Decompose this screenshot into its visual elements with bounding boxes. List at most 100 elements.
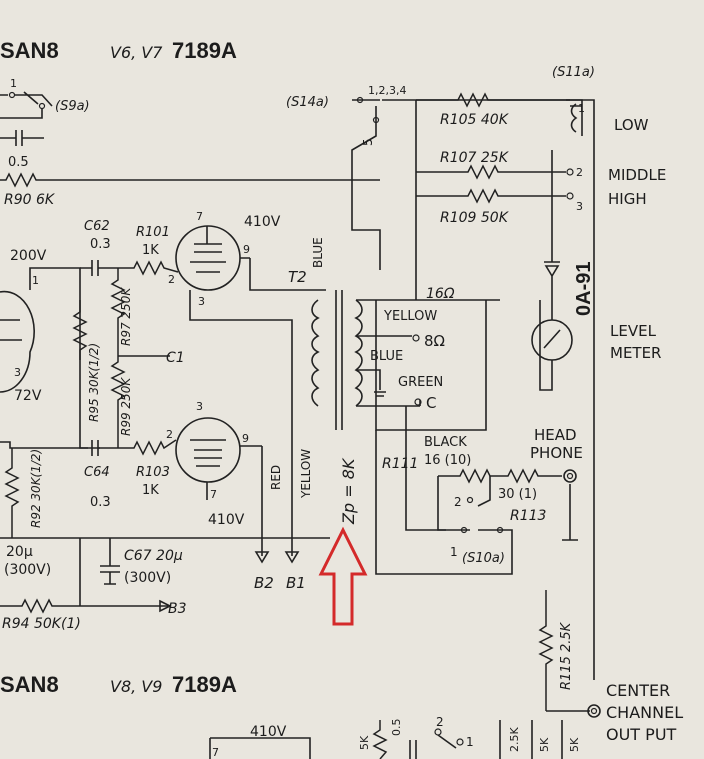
r113-label: R113: [510, 508, 546, 524]
r92-label: R92 30K(1/2): [29, 449, 43, 528]
diode-label: 0A-91: [573, 262, 595, 316]
r-bot-2: 5K: [358, 735, 371, 750]
tap-c: C: [426, 394, 436, 412]
t2-label: T2: [288, 268, 307, 286]
center-label-2: CHANNEL: [606, 703, 683, 722]
tube-v7: [175, 417, 262, 500]
r103-label: R103: [136, 465, 170, 480]
c-bot: 0.5: [390, 719, 403, 737]
s14a-positions: 1,2,3,4: [368, 84, 406, 97]
v410-mid: 410V: [208, 512, 245, 528]
r95-label: R95 30K(1/2): [87, 343, 101, 422]
r94-label: R94 50K(1): [2, 616, 81, 632]
r115-label: R115 2.5K: [559, 621, 574, 690]
pin-7c: 7: [212, 746, 219, 759]
bot-sw-1: 1: [466, 735, 474, 749]
v200: 200V: [10, 248, 47, 264]
s9a-label: (S9a): [55, 99, 90, 114]
meter-label: METER: [610, 344, 661, 362]
r105-label: R105 40K: [440, 112, 510, 128]
s11-pos2: 2: [576, 166, 583, 179]
s10a-label: (S10a): [462, 551, 505, 566]
head-label: HEAD: [534, 426, 577, 444]
header-bottom-tubes: V8, V9: [110, 677, 162, 696]
b1-label: B1: [286, 574, 306, 592]
pin-3a: 3: [198, 295, 205, 308]
low-label: LOW: [614, 116, 649, 134]
cap-20: 20μ: [6, 544, 33, 560]
tap-8: 8Ω: [424, 332, 445, 350]
pin-3b: 3: [196, 400, 203, 413]
r90-label: R90 6K: [4, 192, 56, 208]
s10a-pos1: 1: [450, 545, 458, 559]
s10a-pos2: 2: [454, 495, 462, 509]
c67-voltage: (300V): [124, 570, 171, 586]
high-label: HIGH: [608, 190, 647, 208]
c62-label: C62: [84, 219, 110, 234]
transformer-t2: [311, 290, 420, 430]
s9a-pos: 1: [10, 77, 17, 90]
middle-label: MIDDLE: [608, 166, 666, 184]
r97-label: R97 250K: [119, 287, 133, 346]
wire-black: BLACK: [424, 435, 467, 450]
r-bot-3: 5K: [538, 737, 551, 752]
s11a-label: (S11a): [552, 65, 595, 80]
s11-pos1: 1: [578, 102, 585, 115]
v410-bot: 410V: [250, 724, 287, 740]
v72: 72V: [14, 388, 42, 404]
cap-300v: (300V): [4, 562, 51, 578]
wire-green: GREEN: [398, 375, 443, 390]
c62-value: 0.3: [90, 237, 111, 252]
tap-16: 16Ω: [426, 286, 455, 302]
b2-label: B2: [254, 574, 274, 592]
s11-pos3: 3: [576, 200, 583, 213]
tube-v6: [175, 225, 250, 291]
r109-label: R109 50K: [440, 210, 510, 226]
pin-2a: 2: [168, 273, 175, 286]
red-arrow-annotation: [318, 526, 368, 626]
wire-yellow: YELLOW: [383, 309, 437, 324]
pin-1: 1: [32, 274, 39, 287]
r-bot-4: 5K: [568, 737, 581, 752]
wire-yellow-v: YELLOW: [299, 449, 313, 499]
r111-value: 16 (10): [424, 453, 471, 468]
r-bot-1: 2.5K: [508, 727, 521, 752]
s14a-pos5: 5: [361, 138, 375, 146]
b3-label: B3: [168, 601, 187, 617]
zp-label: Zp = 8K: [339, 457, 358, 525]
header-top-tubes: V6, V7: [110, 43, 163, 62]
pin-2b: 2: [166, 428, 173, 441]
header-bottom-left: SAN8: [0, 672, 59, 697]
c64-value: 0.3: [90, 495, 111, 510]
r107-label: R107 25K: [440, 150, 510, 166]
pin-7a: 7: [196, 210, 203, 223]
header-bottom-type: 7189A: [172, 672, 237, 697]
header-top-type: 7189A: [172, 38, 237, 63]
wire-blue-top: BLUE: [311, 237, 325, 268]
bot-sw-2: 2: [436, 715, 444, 729]
center-label-3: OUT PUT: [606, 725, 677, 744]
r99-label: R99 250K: [119, 377, 133, 436]
pin-3c: 3: [14, 366, 21, 379]
phone-label: PHONE: [530, 444, 583, 462]
switch-s9a: [0, 91, 53, 119]
c-top-value: 0.5: [8, 155, 29, 170]
c64-label: C64: [84, 465, 110, 480]
wire-blue: BLUE: [370, 349, 403, 364]
r101-label: R101: [136, 225, 170, 240]
r111-label: R111: [382, 456, 418, 472]
r103-value: 1K: [142, 483, 159, 498]
wire-red: RED: [269, 465, 283, 490]
r101-value: 1K: [142, 243, 159, 258]
s14a-label: (S14a): [286, 95, 329, 110]
c67-label: C67 20μ: [124, 548, 183, 564]
center-label-1: CENTER: [606, 681, 670, 700]
level-label: LEVEL: [610, 322, 657, 340]
v410-top: 410V: [244, 214, 281, 230]
pin-9b: 9: [242, 432, 249, 445]
headphone-jack: [563, 469, 577, 483]
pin-9a: 9: [243, 243, 250, 256]
r113-value: 30 (1): [498, 487, 537, 502]
